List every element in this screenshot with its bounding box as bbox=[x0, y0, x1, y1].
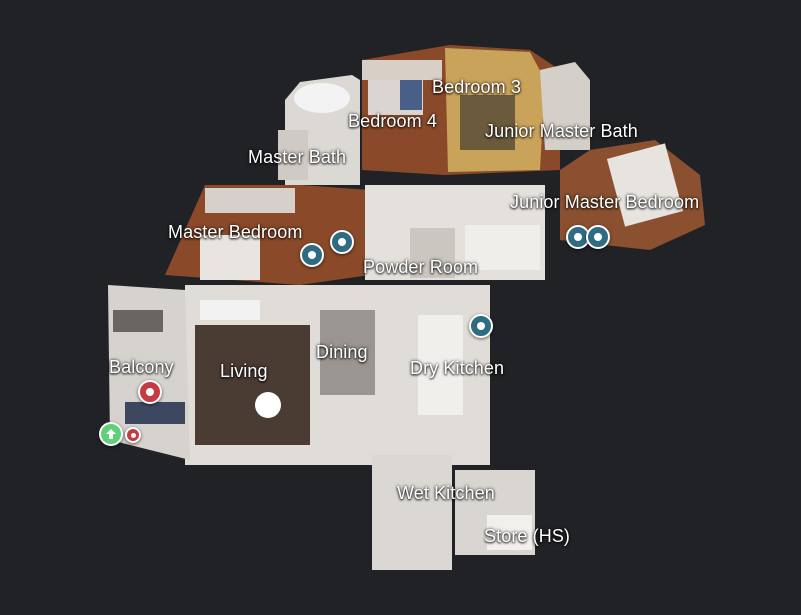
sweep-marker-dry-kitchen[interactable] bbox=[469, 314, 493, 338]
sweep-marker-icon bbox=[146, 388, 154, 396]
bedroom-3-bed bbox=[460, 95, 515, 150]
store-rack bbox=[487, 515, 532, 550]
balcony-bench bbox=[113, 310, 163, 332]
sweep-marker-icon bbox=[308, 251, 316, 259]
room-label-living[interactable]: Living bbox=[220, 361, 268, 381]
nav-arrow-button[interactable] bbox=[99, 422, 123, 446]
room-label-dining[interactable]: Dining bbox=[316, 342, 368, 362]
room-label-master-bath[interactable]: Master Bath bbox=[248, 147, 347, 167]
room-label-master-bedroom[interactable]: Master Bedroom bbox=[168, 222, 303, 242]
sweep-marker-icon bbox=[594, 233, 602, 241]
living-coffee-table bbox=[255, 392, 281, 418]
balcony-mat bbox=[125, 402, 185, 424]
room-label-dry-kitchen[interactable]: Dry Kitchen bbox=[410, 358, 505, 378]
junior-bed bbox=[606, 143, 684, 227]
current-position-marker[interactable] bbox=[138, 380, 162, 404]
master-bath-vanity bbox=[278, 130, 308, 180]
bedroom-4-wall bbox=[362, 60, 442, 80]
up-arrow-icon bbox=[106, 429, 116, 439]
room-label-bedroom-4[interactable]: Bedroom 4 bbox=[348, 111, 437, 131]
master-bedroom-closet bbox=[205, 188, 295, 213]
sweep-marker-master-bedroom-2[interactable] bbox=[330, 230, 354, 254]
room-label-wet-kitchen[interactable]: Wet Kitchen bbox=[397, 483, 495, 503]
living-sofa bbox=[200, 300, 260, 320]
sweep-marker-junior-bedroom-2[interactable] bbox=[586, 225, 610, 249]
corridor-white-block bbox=[465, 225, 540, 270]
junior-bath-floor bbox=[540, 62, 590, 150]
room-label-balcony[interactable]: Balcony bbox=[109, 357, 174, 377]
bathtub bbox=[294, 83, 350, 113]
sweep-marker-balcony[interactable] bbox=[125, 427, 141, 443]
dining-table bbox=[320, 310, 375, 395]
sweep-marker-icon bbox=[477, 322, 485, 330]
sweep-marker-icon bbox=[130, 432, 136, 438]
bedroom-4-bed-blue bbox=[400, 80, 422, 110]
master-bedroom-bed bbox=[200, 235, 260, 280]
wet-kitchen-floor bbox=[372, 455, 452, 570]
powder-room-floor bbox=[410, 228, 455, 278]
sweep-marker-icon bbox=[574, 233, 582, 241]
sweep-marker-master-bedroom-1[interactable] bbox=[300, 243, 324, 267]
living-rug bbox=[195, 325, 310, 445]
room-label-store-hs[interactable]: Store (HS) bbox=[484, 526, 571, 546]
room-label-junior-master-bedroom[interactable]: Junior Master Bedroom bbox=[510, 192, 700, 212]
room-label-junior-master-bath[interactable]: Junior Master Bath bbox=[485, 121, 638, 141]
kitchen-island bbox=[418, 315, 463, 415]
room-label-powder-room[interactable]: Powder Room bbox=[363, 257, 479, 277]
sweep-marker-icon bbox=[338, 238, 346, 246]
room-label-bedroom-3[interactable]: Bedroom 3 bbox=[432, 77, 521, 97]
